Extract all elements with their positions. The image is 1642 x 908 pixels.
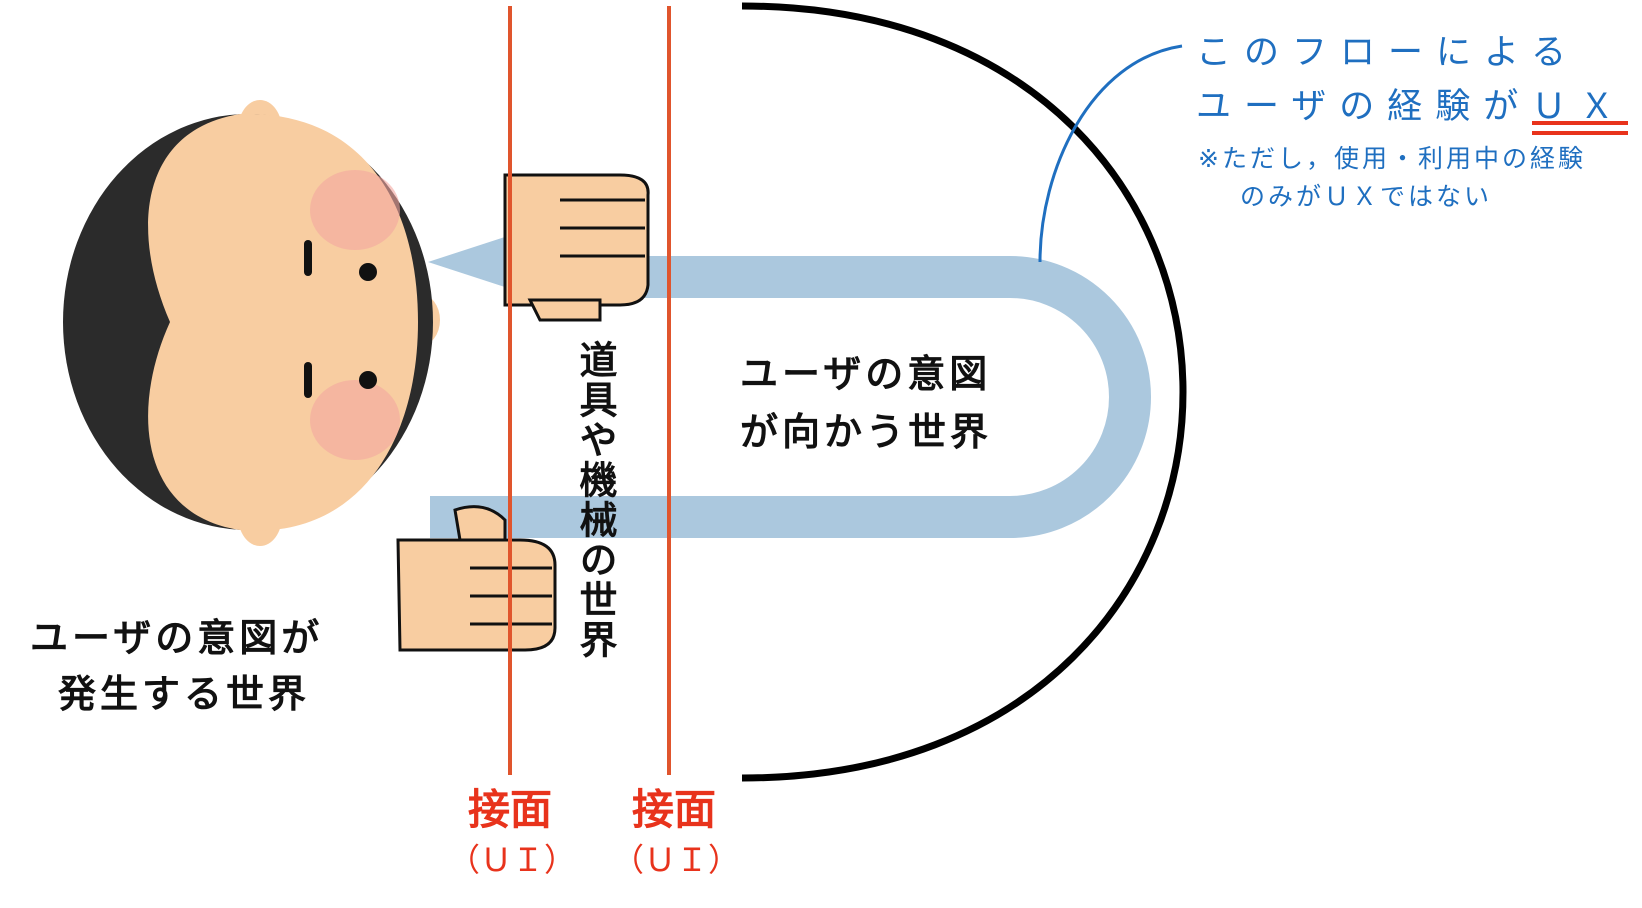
interface-label-left: 接面 （ＵＩ） — [448, 785, 577, 885]
note-line-2: ユーザの経験がＵＸ — [1196, 80, 1627, 134]
user-world-label: ユーザの意図が 発生する世界 — [30, 610, 323, 722]
user-world-line-2: 発生する世界 — [58, 672, 311, 716]
target-world-line-1: ユーザの意図 — [740, 352, 992, 396]
note-ux-term: ＵＸ — [1531, 87, 1628, 127]
interface-right-title: 接面 — [631, 785, 716, 834]
footnote-line-2: のみがＵＸではない — [1240, 182, 1493, 211]
ux-note: このフローによる ユーザの経験がＵＸ — [1196, 26, 1627, 134]
ux-footnote: ※ただし，使用・利用中の経験 のみがＵＸではない — [1198, 140, 1586, 216]
interface-right-sub: （ＵＩ） — [612, 841, 741, 879]
interface-left-title: 接面 — [467, 785, 552, 834]
target-world-boundary — [741, 2, 1187, 782]
intent-flow-arrow — [428, 232, 1151, 538]
note-line-2-prefix: ユーザの経験が — [1196, 87, 1532, 127]
flow-arrow-body — [430, 256, 1151, 538]
user-world-line-1: ユーザの意図が — [30, 616, 324, 660]
hand-icon — [396, 505, 557, 652]
interface-left-sub: （ＵＩ） — [448, 841, 577, 879]
note-line-1: このフローによる — [1196, 33, 1579, 73]
target-world-line-2: が向かう世界 — [740, 410, 993, 454]
ux-underline — [1532, 121, 1628, 135]
user-head-icon — [63, 100, 440, 546]
footnote-line-1: ※ただし，使用・利用中の経験 — [1198, 144, 1586, 173]
interface-label-right: 接面 （ＵＩ） — [612, 785, 741, 885]
tool-world-label: 道具や機械の世界 — [573, 340, 617, 660]
note-leader-line — [1038, 44, 1183, 263]
target-world-label: ユーザの意図 が向かう世界 — [740, 345, 992, 461]
hand-icon — [503, 173, 650, 322]
flow-arrow-head — [428, 232, 520, 292]
